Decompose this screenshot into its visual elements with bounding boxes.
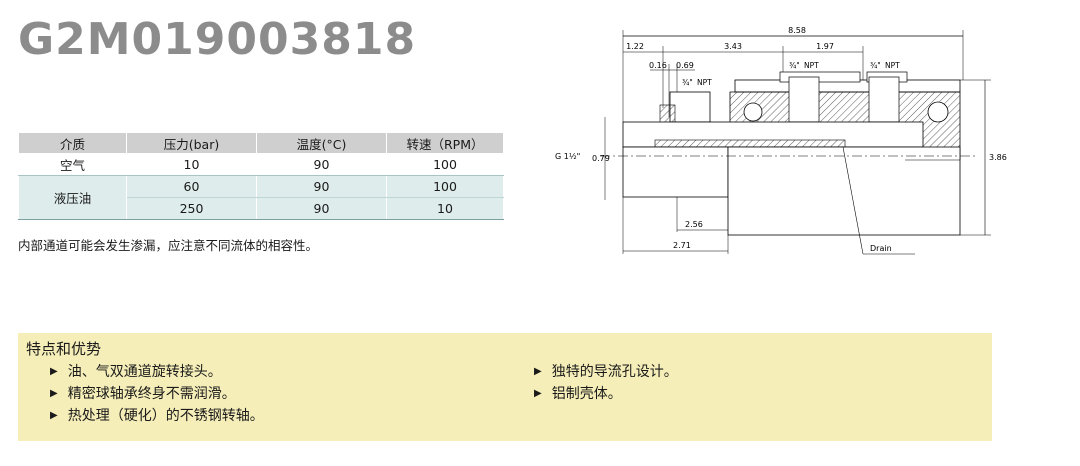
dim-d-label: 0.16	[649, 61, 667, 70]
npt-fraction-1: ¾"	[682, 78, 693, 87]
port-2	[868, 76, 900, 123]
features-panel: 特点和优势 ▶ 油、气双通道旋转接头。 ▶ 精密球轴承终身不需润滑。 ▶ 热处理（硬化…	[18, 333, 992, 441]
spec-table: 介质 压力(bar) 温度(°C) 转速（RPM） 空气 10 90 100 液…	[18, 132, 504, 220]
compatibility-note: 内部通道可能会发生渗漏，应注意不同流体的相容性。	[18, 238, 319, 253]
npt-fraction-3: ¾"	[870, 61, 881, 70]
dim-b-label: 3.43	[724, 42, 742, 51]
feature-text: 热处理（硬化）的不锈钢转轴。	[67, 408, 264, 424]
cell-medium: 液压油	[18, 175, 127, 220]
header-medium: 介质	[18, 132, 127, 154]
table-row: 250 90 10	[19, 197, 504, 220]
triangle-bullet-icon: ▶	[50, 388, 58, 399]
triangle-bullet-icon: ▶	[50, 366, 58, 377]
cell-temperature: 90	[256, 175, 387, 198]
cell-pressure: 60	[126, 175, 257, 198]
dim-c-label: 1.97	[816, 42, 834, 51]
feature-item: ▶ 独特的导流孔设计。	[534, 361, 678, 381]
dim-total-label: 8.58	[788, 26, 806, 35]
product-title: G2M019003818	[18, 14, 417, 65]
feature-item: ▶ 铝制壳体。	[534, 383, 622, 403]
thread-label: G 1½"	[555, 152, 580, 161]
feature-item: ▶ 热处理（硬化）的不锈钢转轴。	[50, 405, 264, 425]
cell-temperature: 90	[256, 197, 387, 220]
drain-leader	[842, 146, 864, 255]
npt-label-3: NPT	[885, 61, 900, 70]
inlet-fitting	[669, 91, 711, 123]
feature-item: ▶ 精密球轴承终身不需润滑。	[50, 383, 236, 403]
header-pressure: 压力(bar)	[126, 132, 257, 154]
housing-body	[727, 146, 961, 236]
npt-fraction-2: ¾"	[789, 61, 800, 70]
height-label: 3.86	[989, 153, 1007, 162]
bearing-ball-left	[743, 102, 763, 122]
feature-text: 独特的导流孔设计。	[551, 364, 678, 380]
feature-text: 铝制壳体。	[551, 386, 622, 402]
drain-label: Drain	[870, 244, 892, 253]
header-temperature: 温度(°C)	[256, 132, 387, 154]
table-header-row: 介质 压力(bar) 温度(°C) 转速（RPM）	[18, 132, 504, 154]
cell-pressure: 250	[126, 197, 257, 220]
dim-a-label: 1.22	[626, 42, 644, 51]
bearing-ball-right	[927, 101, 949, 123]
triangle-bullet-icon: ▶	[534, 366, 542, 377]
dim-e-label: 0.69	[676, 61, 694, 70]
triangle-bullet-icon: ▶	[534, 388, 542, 399]
cell-temperature: 90	[256, 153, 387, 176]
features-title: 特点和优势	[26, 340, 102, 358]
cell-pressure: 10	[126, 153, 257, 176]
feature-text: 精密球轴承终身不需润滑。	[67, 386, 236, 402]
npt-label-2: NPT	[804, 61, 819, 70]
shaft-end	[622, 146, 729, 198]
technical-drawing: 8.58 1.22 3.43 1.97 0.16 0.69 ¾" NPT ¾" …	[555, 26, 1007, 255]
cell-speed: 100	[386, 153, 504, 176]
port-boss	[779, 71, 861, 83]
shaft-channel	[654, 139, 846, 148]
bore-label: 0.79	[592, 154, 610, 163]
cell-medium: 空气	[18, 153, 127, 176]
feature-item: ▶ 油、气双通道旋转接头。	[50, 361, 222, 381]
table-row: 液压油 60 90 100	[18, 175, 504, 220]
cell-speed: 10	[386, 197, 504, 220]
triangle-bullet-icon: ▶	[50, 410, 58, 421]
table-row: 空气 10 90 100	[18, 153, 504, 176]
npt-label-1: NPT	[697, 78, 712, 87]
cell-speed: 100	[386, 175, 504, 198]
header-speed: 转速（RPM）	[386, 132, 504, 154]
port-1	[788, 76, 820, 123]
feature-text: 油、气双通道旋转接头。	[67, 364, 222, 380]
dim-f-label: 2.56	[685, 220, 703, 229]
dim-g-label: 2.71	[673, 241, 691, 250]
